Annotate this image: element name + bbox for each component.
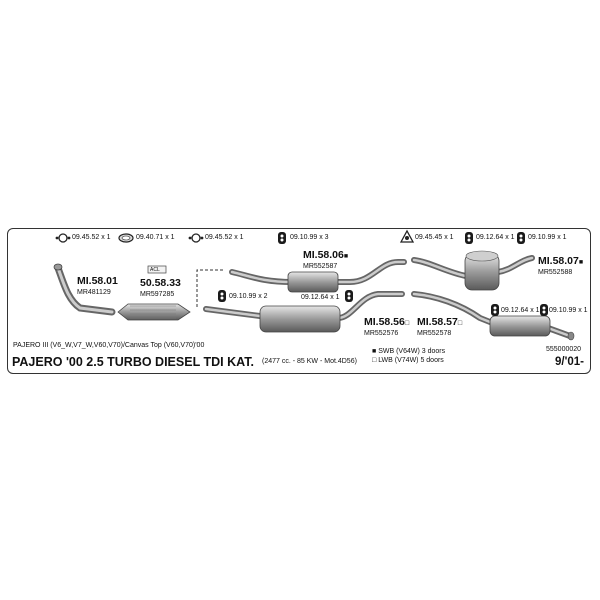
rubber-hanger-icon — [218, 290, 226, 302]
round-ring-hanger-icon — [55, 233, 71, 243]
hardware-label: 09.10.99 x 2 — [229, 293, 268, 300]
page-title: PAJERO '00 2.5 TURBO DIESEL TDI KAT. — [12, 355, 254, 369]
catalyst-part — [117, 303, 191, 321]
rubber-hanger-icon — [491, 304, 499, 316]
front-pipe-part — [53, 263, 116, 316]
hardware-label: 09.12.64 x 1 — [501, 307, 540, 314]
part-oe-front-pipe: MR481129 — [77, 289, 111, 296]
rubber-hanger-icon — [540, 304, 548, 316]
hardware-label: 09.40.71 x 1 — [136, 234, 175, 241]
hardware-label: 09.10.99 x 1 — [549, 307, 588, 314]
application-date: 9/'01- — [555, 356, 584, 368]
part-code-middle-short: MI.58.06■ — [303, 249, 349, 261]
middle-short-part — [229, 259, 407, 293]
part-code-catalyst: 50.58.33 — [140, 277, 181, 289]
part-oe-catalyst: MR597285 — [140, 291, 175, 298]
oval-ring-icon — [118, 233, 134, 243]
legend-item-lwb: □ LWB (V74W) 5 doors — [372, 357, 444, 364]
part-code-rear-long: MI.58.57□ — [417, 316, 463, 328]
triangular-gasket-icon — [399, 229, 415, 243]
part-oe-middle-short: MR552587 — [303, 263, 338, 270]
part-oe-middle-long: MR552576 — [364, 330, 399, 337]
rubber-hanger-icon — [517, 232, 525, 244]
hardware-label: 09.45.52 x 1 — [205, 234, 244, 241]
hardware-label: 09.10.99 x 3 — [290, 234, 329, 241]
part-code-middle-long: MI.58.56□ — [364, 316, 410, 328]
hardware-label: 09.45.45 x 1 — [415, 234, 454, 241]
legend-item-swb: ■ SWB (V64W) 3 doors — [372, 348, 446, 355]
round-ring-hanger-icon — [188, 233, 204, 243]
rubber-hanger-icon — [465, 232, 473, 244]
part-oe-rear-short: MR552588 — [538, 269, 573, 276]
rear-long-part — [411, 291, 575, 341]
acl-tag — [147, 265, 167, 274]
acl-tag-label: ACL — [150, 266, 160, 273]
middle-long-part — [203, 291, 405, 333]
rubber-hanger-icon — [345, 290, 353, 302]
rear-short-part — [411, 250, 535, 291]
hardware-label: 09.12.64 x 1 — [301, 294, 340, 301]
hardware-label: 09.12.64 x 1 — [476, 234, 515, 241]
dashed-connector — [196, 269, 224, 307]
hardware-label: 09.45.52 x 1 — [72, 234, 111, 241]
vehicle-applications: PAJERO III (V6_W,V7_W,V60,V70)/Canvas To… — [13, 342, 205, 349]
rubber-hanger-icon — [278, 232, 286, 244]
hardware-label: 09.10.99 x 1 — [528, 234, 567, 241]
catalog-number: 555000020 — [546, 346, 582, 353]
engine-specs: (2477 cc. - 85 KW - Mot.4D56) — [262, 358, 357, 365]
part-code-front-pipe: MI.58.01 — [77, 275, 118, 287]
part-code-rear-short: MI.58.07■ — [538, 255, 584, 267]
part-oe-rear-long: MR552578 — [417, 330, 452, 337]
